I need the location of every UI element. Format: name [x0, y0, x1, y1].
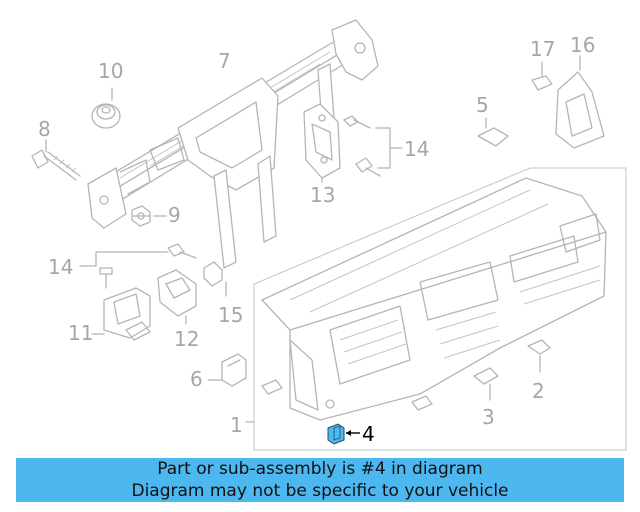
screws-part-14-lower [79, 243, 197, 289]
banner-line-2: Diagram may not be specific to your vehi… [131, 481, 509, 501]
clip-small-center [411, 395, 433, 411]
callout-2: 2 [532, 379, 545, 403]
callout-3: 3 [482, 405, 495, 429]
clip-part-3 [473, 367, 499, 401]
callout-10: 10 [98, 59, 123, 83]
leader-lines [91, 215, 223, 381]
bracket-part-11 [103, 287, 151, 341]
callout-4: 4 [362, 422, 375, 446]
cross-car-beam [87, 19, 379, 269]
bracket-part-12 [157, 269, 197, 325]
bolt-part-8 [31, 139, 81, 181]
bracket-part-13 [303, 103, 341, 183]
info-banner: Part or sub-assembly is #4 in diagram Di… [16, 458, 624, 502]
callout-9: 9 [168, 203, 181, 227]
callout-13: 13 [310, 183, 335, 207]
highlighted-part-4 [327, 423, 360, 445]
clip-part-5 [477, 117, 509, 147]
callout-1: 1 [230, 413, 243, 437]
callout-16: 16 [570, 33, 595, 57]
clip-small-left [261, 379, 283, 395]
exploded-parts-diagram: 1 2 3 4 5 6 7 8 9 10 11 12 13 14 14 15 1… [31, 19, 627, 451]
instrument-panel-assembly [245, 167, 627, 451]
callout-14-lower: 14 [48, 255, 73, 279]
callout-6: 6 [190, 367, 203, 391]
callout-8: 8 [38, 117, 51, 141]
clip-part-17 [531, 61, 553, 91]
clip-part-15 [203, 261, 227, 297]
nut-part-9 [131, 205, 167, 227]
screws-part-14-upper [343, 115, 403, 177]
grommet-part-10 [91, 87, 121, 129]
callout-15: 15 [218, 303, 243, 327]
callout-11: 11 [68, 321, 93, 345]
callout-5: 5 [476, 93, 489, 117]
banner-line-1: Part or sub-assembly is #4 in diagram [157, 459, 483, 479]
callout-12: 12 [174, 327, 199, 351]
callout-14-upper: 14 [404, 137, 429, 161]
callout-17: 17 [530, 37, 555, 61]
callout-7: 7 [218, 49, 231, 73]
clip-part-2 [527, 339, 551, 373]
end-panel-part-16 [555, 55, 605, 149]
clip-part-6 [221, 353, 247, 387]
